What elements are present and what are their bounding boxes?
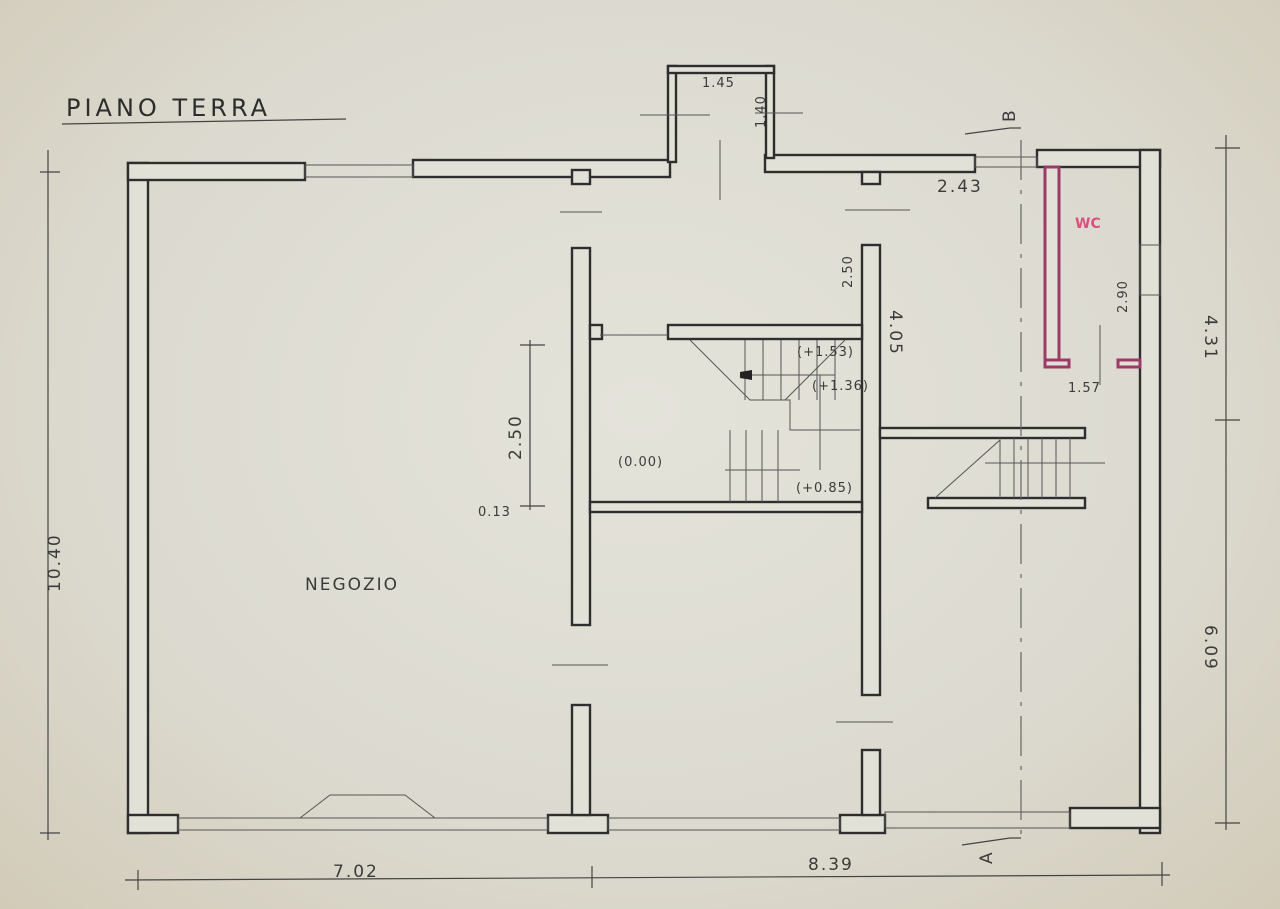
windows <box>177 156 1161 831</box>
dim-overall-height: 10.40 <box>45 533 65 592</box>
room-label-wc: WC <box>1075 216 1101 232</box>
dim-bottom-right: 8.39 <box>808 855 854 875</box>
level-landing-high: (+1.53) <box>797 345 854 360</box>
dim-porch-depth: 1.40 <box>754 95 769 128</box>
interior-walls <box>552 168 1087 817</box>
staircase-right <box>934 438 1105 499</box>
dim-hall-height: 2.50 <box>841 255 856 288</box>
staircase-left <box>689 339 860 502</box>
dim-bottom-left: 7.02 <box>333 862 379 882</box>
section-mark-a: A <box>977 850 997 864</box>
dim-stair-room-height: 2.50 <box>506 414 526 460</box>
dim-wc-width: 1.57 <box>1068 381 1101 396</box>
dim-wall-offset: 0.13 <box>478 505 511 520</box>
entrance-porch <box>640 64 803 200</box>
wc-walls <box>1043 165 1142 385</box>
section-mark-b: B <box>1000 108 1020 122</box>
outer-walls <box>126 148 1162 835</box>
dimension-lines <box>40 135 1240 890</box>
dim-porch-width: 1.45 <box>702 76 735 91</box>
level-landing-low: (+0.85) <box>796 481 853 496</box>
title-underline <box>61 118 347 125</box>
room-label-shop: NEGOZIO <box>305 575 399 595</box>
dim-right-upper: 4.31 <box>1200 315 1220 361</box>
dim-right-lower: 6.09 <box>1200 625 1220 671</box>
dim-wc-depth: 2.90 <box>1116 280 1131 313</box>
plan-title: PIANO TERRA <box>66 94 271 122</box>
level-ground: (0.00) <box>618 455 663 470</box>
level-landing-mid: (+1.36) <box>812 379 869 394</box>
dim-central-wall: 4.05 <box>885 310 905 356</box>
section-arrow-b <box>964 127 1021 135</box>
dim-corridor-width: 2.43 <box>937 177 983 197</box>
section-arrow-a <box>961 837 1021 846</box>
